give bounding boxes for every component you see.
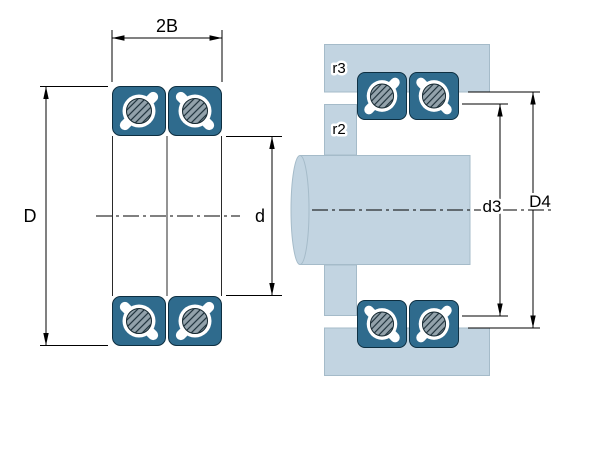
bearing-block bbox=[168, 86, 222, 136]
bearing-block bbox=[168, 296, 222, 346]
shaft-shoulder-bottom bbox=[324, 264, 357, 316]
bearing-block bbox=[112, 296, 166, 346]
shaft-end-face bbox=[290, 155, 310, 265]
bearing-block bbox=[408, 300, 460, 348]
bearing-block bbox=[356, 300, 408, 348]
dimensions: 2B D d d3 D4 bbox=[21, 14, 553, 346]
dim-d3: d3 bbox=[462, 103, 508, 317]
label-D: D bbox=[24, 206, 37, 226]
label-D4: D4 bbox=[529, 192, 551, 211]
bearing-block bbox=[356, 72, 408, 121]
ring-face-lines bbox=[112, 136, 222, 296]
bearing-block bbox=[112, 86, 166, 136]
left-section-view bbox=[96, 86, 240, 346]
bearing-block bbox=[408, 72, 460, 121]
label-d: d bbox=[255, 206, 265, 226]
label-d3: d3 bbox=[483, 197, 502, 216]
label-r2: r2 bbox=[332, 121, 345, 138]
right-mounting-view: r3 r2 bbox=[290, 44, 552, 376]
dim-2B: 2B bbox=[111, 14, 223, 82]
dim-D4: D4 bbox=[468, 91, 553, 329]
label-r3: r3 bbox=[332, 60, 345, 77]
label-2B: 2B bbox=[156, 16, 178, 36]
dim-D: D bbox=[21, 86, 108, 346]
dim-d: d bbox=[226, 136, 282, 296]
shaft-shoulder-top bbox=[324, 104, 357, 156]
